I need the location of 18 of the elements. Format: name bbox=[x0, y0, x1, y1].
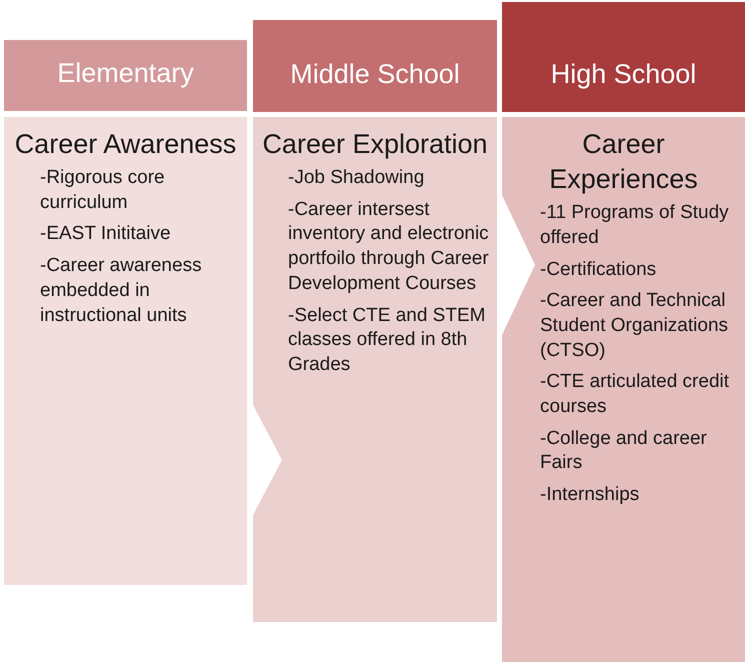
list-item: -Select CTE and STEM classes offered in 8th Grades bbox=[288, 304, 486, 377]
column-title: Elementary bbox=[56, 58, 195, 89]
list-item: -College and career Fairs bbox=[540, 426, 708, 476]
list-item: -Career intersest inventory and electronic portfoilo through Career Development Courses bbox=[288, 198, 490, 296]
list-item: -Certifications bbox=[540, 258, 658, 282]
list-item: -Career and Technical Student Organizations (CTSO) bbox=[540, 289, 730, 363]
list-item: -EAST Inititaive bbox=[40, 222, 172, 246]
stage-heading: Career Awareness bbox=[14, 128, 238, 161]
column-title: High School bbox=[550, 59, 698, 90]
list-item: -CTE articulated credit courses bbox=[540, 370, 730, 419]
list-item: -Job Shadowing bbox=[288, 166, 426, 190]
list-item: -Career awareness embedded in instructional units bbox=[40, 254, 203, 328]
column-title: Middle School bbox=[289, 59, 461, 90]
list-item: -11 Programs of Study offered bbox=[540, 201, 730, 250]
list-item: -Rigorous core curriculum bbox=[40, 166, 166, 215]
list-item: -Internships bbox=[540, 483, 640, 508]
stage-heading: Career Exploration bbox=[261, 128, 489, 161]
stage-heading: Career Experiences bbox=[548, 128, 699, 196]
